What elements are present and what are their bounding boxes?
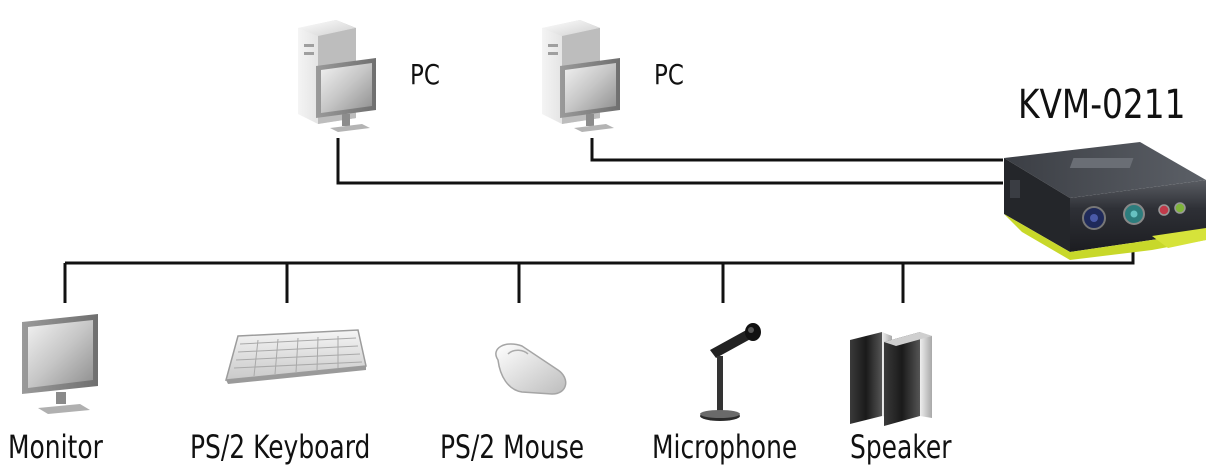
kvm-switch-icon [1004, 142, 1206, 260]
microphone-icon [700, 323, 761, 421]
monitor-icon [22, 314, 98, 414]
device-label-speaker: Speaker [850, 428, 952, 466]
device-label-microphone: Microphone [652, 428, 797, 466]
keyboard-icon [224, 329, 367, 384]
device-bus [65, 240, 1135, 265]
pc1-cable [336, 138, 1003, 185]
pc2-cable [590, 138, 1003, 162]
device-label-keyboard: PS/2 Keyboard [190, 428, 370, 466]
kvm-model-label: KVM-0211 [1018, 81, 1185, 128]
mouse-icon [495, 343, 567, 395]
device-label-monitor: Monitor [8, 428, 103, 466]
device-label-mouse: PS/2 Mouse [440, 428, 584, 466]
pc-tower-monitor-icon [298, 20, 376, 132]
speaker-icon [850, 332, 932, 426]
pc-label: PC [410, 59, 440, 92]
pc-tower-monitor-icon [542, 20, 620, 132]
pc-label: PC [654, 59, 684, 92]
connection-lines [63, 138, 1135, 303]
